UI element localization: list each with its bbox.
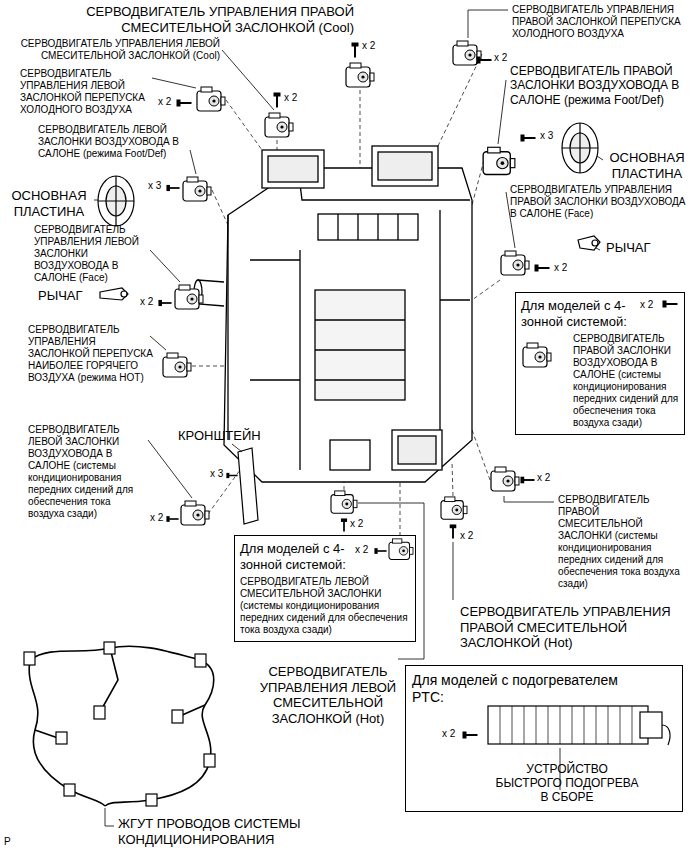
quantity-label: x 2 [150, 512, 163, 524]
part-label: СЕРВОДВИГАТЕЛЬ ПРАВОЙ ЗАСЛОНКИ ВОЗДУХОВО… [510, 64, 686, 107]
part-label: СЕРВОДВИГАТЕЛЬ УПРАВЛЕНИЯ ПРАВОЙ ЗАСЛОНК… [512, 4, 686, 40]
part-label: СЕРВОДВИГАТЕЛЬ ПРАВОЙ СМЕСИТЕЛЬНОЙ ЗАСЛО… [558, 494, 684, 590]
part-label: СЕРВОДВИГАТЕЛЬ УПРАВЛЕНИЯ ПРАВОЙ СМЕСИТЕ… [36, 4, 354, 35]
quantity-label: x 2 [140, 296, 153, 308]
quantity-label: x 2 [158, 96, 171, 108]
quantity-label: x 2 [494, 52, 507, 64]
part-label: СЕРВОДВИГАТЕЛЬ УПРАВЛЕНИЯ ЛЕВОЙ СМЕСИТЕЛ… [8, 38, 220, 62]
part-label: ОСНОВНАЯ ПЛАСТИНА [6, 188, 92, 219]
part-label: СЕРВОДВИГАТЕЛЬ ЛЕВОЙ ЗАСЛОНКИ ВОЗДУХОВОД… [38, 124, 188, 160]
part-label: РЫЧАГ [38, 288, 83, 304]
quantity-label: x 2 [640, 299, 653, 311]
quantity-label: x 2 [554, 262, 567, 274]
part-label: КРОНШТЕЙН [178, 428, 261, 444]
part-label: СЕРВОДВИГАТЕЛЬ ЛЕВОЙ ЗАСЛОНКИ ВОЗДУХОВОД… [28, 424, 146, 520]
quantity-label: x 2 [350, 518, 363, 530]
part-label: СЕРВОДВИГАТЕЛЬ УПРАВЛЕНИЯ ПРАВОЙ СМЕСИТЕ… [460, 604, 686, 651]
part-label: РЫЧАГ [606, 240, 651, 256]
part-label: СЕРВОДВИГАТЕЛЬ УПРАВЛЕНИЯ ЗАСЛОНКОЙ ПЕРЕ… [28, 324, 156, 384]
quantity-label: x 2 [284, 92, 297, 104]
part-label: СЕРВОДВИГАТЕЛЬ ПРАВОЙ ЗАСЛОНКИ ВОЗДУХОВО… [573, 333, 679, 429]
part-label: УСТРОЙСТВО БЫСТРОГО ПОДОГРЕВА В СБОРЕ [492, 762, 642, 805]
part-label: СЕРВОДВИГАТЕЛЬ УПРАВЛЕНИЯ ЛЕВОЙ ЗАСЛОНКИ… [34, 224, 162, 284]
part-label: СЕРВОДВИГАТЕЛЬ ЛЕВОЙ СМЕСИТЕЛЬНОЙ ЗАСЛОН… [240, 576, 410, 636]
quantity-label: x 2 [537, 472, 550, 484]
box-heading: Для моделей с 4-зонной системой: [240, 541, 368, 572]
part-label: ЖГУТ ПРОВОДОВ СИСТЕМЫ КОНДИЦИОНИРОВАНИЯ [118, 816, 348, 847]
figure-code: P [4, 836, 11, 848]
note-box: Для моделей с 4-зонной системой:x 2 СЕРВО… [515, 292, 685, 435]
quantity-label: x 3 [148, 180, 161, 192]
quantity-label: x 2 [442, 728, 455, 740]
part-label: СЕРВОДВИГАТЕЛЬ УПРАВЛЕНИЯ ЛЕВОЙ ЗАСЛОНКО… [20, 68, 160, 116]
quantity-label: x 2 [355, 544, 368, 556]
quantity-label: x 3 [540, 130, 553, 142]
part-label: СЕРВОДВИГАТЕЛЬ УПРАВЛЕНИЯ ПРАВОЙ ЗАСЛОНК… [510, 184, 686, 220]
part-label: СЕРВОДВИГАТЕЛЬ УПРАВЛЕНИЯ ЛЕВОЙ СМЕСИТЕЛ… [250, 664, 406, 726]
quantity-label: x 2 [460, 530, 473, 542]
note-box: Для моделей с 4-зонной системой:x 2 СЕРВО… [234, 535, 416, 642]
box-heading: Для моделей с подогревателем PTC: [412, 672, 642, 706]
box-heading: Для моделей с 4-зонной системой: [521, 298, 639, 329]
part-label: ОСНОВНАЯ ПЛАСТИНА [606, 150, 688, 181]
quantity-label: x 3 [210, 468, 223, 480]
quantity-label: x 2 [362, 40, 375, 52]
note-box: Для моделей с подогревателем PTC: x 2 УСТР… [405, 665, 683, 812]
